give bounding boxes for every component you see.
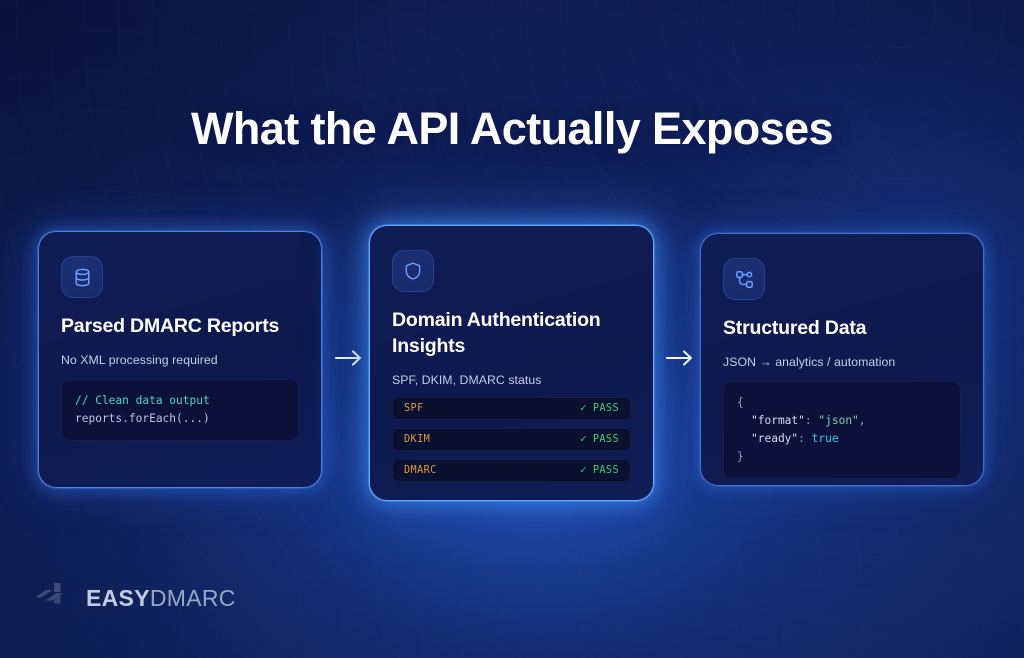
auth-status-list: SPF ✓ PASS DKIM ✓ PASS — [392, 396, 631, 482]
status-row: SPF ✓ PASS — [392, 396, 631, 420]
code-block-clean-output: // Clean data output reports.forEach(...… — [61, 378, 299, 442]
json-value-format: "json" — [818, 414, 859, 428]
card-domain-authentication-insights[interactable]: Domain Authentication Insights SPF, DKIM… — [369, 225, 654, 501]
status-protocol-label: DMARC — [404, 464, 437, 476]
status-row: DKIM ✓ PASS — [392, 427, 631, 451]
arrow-right-icon-2 — [662, 343, 698, 373]
card-title: Parsed DMARC Reports — [61, 315, 280, 337]
json-key-format: "format" — [751, 414, 805, 428]
status-result: ✓ PASS — [580, 464, 619, 476]
easydmarc-logo: EASYDMARC — [33, 580, 236, 617]
card-parsed-dmarc-reports[interactable]: Parsed DMARC Reports No XML processing r… — [38, 231, 322, 488]
card-subtitle: JSON → analytics / automation — [723, 354, 896, 369]
page-title: What the API Actually Exposes — [191, 103, 834, 154]
json-comma-1: , — [858, 414, 866, 428]
card-subtitle: SPF, DKIM, DMARC status — [392, 372, 542, 387]
card-title: Domain Authentication Insights — [392, 309, 601, 357]
card-title: Structured Data — [723, 317, 867, 339]
status-protocol-label: DKIM — [404, 433, 431, 445]
shield-icon — [392, 250, 434, 292]
status-result-label: PASS — [592, 464, 619, 476]
code-block-json-output: { "format": "json", "ready": true } — [723, 380, 961, 480]
status-protocol-label: SPF — [404, 402, 424, 414]
easydmarc-logo-mark — [33, 580, 73, 617]
status-result-label: PASS — [592, 433, 619, 445]
json-close-brace: } — [737, 450, 744, 464]
status-result: ✓ PASS — [580, 402, 619, 414]
logo-text-easy: EASY — [86, 585, 150, 611]
logo-text-dmarc: DMARC — [149, 585, 236, 611]
card-subtitle: No XML processing required — [61, 352, 218, 367]
json-colon-2: : — [798, 432, 812, 446]
code-statement-line: reports.forEach(...) — [75, 412, 210, 426]
check-icon: ✓ — [580, 402, 587, 415]
arrow-right-icon-1 — [331, 343, 367, 373]
check-icon: ✓ — [580, 464, 587, 477]
database-icon — [61, 256, 103, 298]
card-structured-data[interactable]: Structured Data JSON → analytics / autom… — [700, 233, 984, 486]
json-open-brace: { — [737, 395, 744, 409]
status-result: ✓ PASS — [580, 433, 619, 445]
status-result-label: PASS — [592, 402, 619, 414]
json-value-ready: true — [811, 432, 839, 446]
code-comment-line: // Clean data output — [75, 393, 210, 407]
status-row: DMARC ✓ PASS — [392, 458, 631, 482]
json-colon-1: : — [804, 414, 819, 428]
check-icon: ✓ — [580, 433, 587, 446]
json-key-ready: "ready" — [751, 432, 799, 446]
easydmarc-logo-text: EASYDMARC — [86, 585, 236, 612]
nodes-icon — [723, 258, 765, 300]
